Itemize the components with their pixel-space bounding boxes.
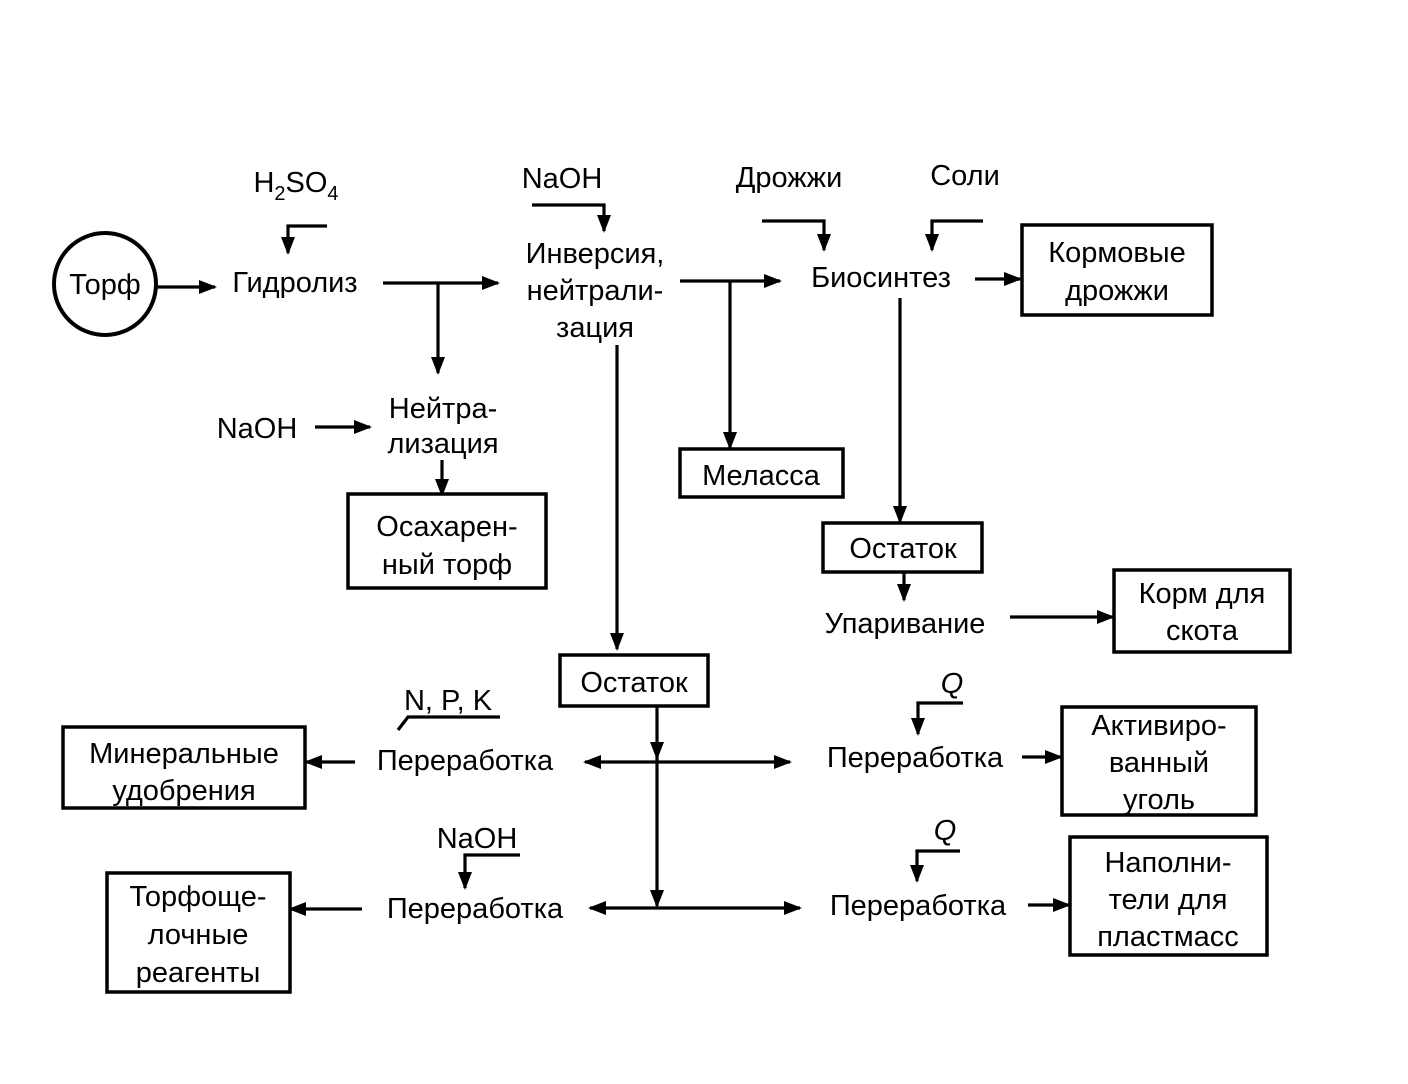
molasses-label: Меласса (702, 460, 821, 492)
carbon-label-1: Активиро- (1091, 710, 1226, 742)
saccharified-label-2: ный торф (382, 549, 512, 581)
biosynthesis-label: Биосинтез (811, 262, 951, 294)
box-peat-alkali-reagents: Торфоще- лочные реагенты (105, 871, 292, 994)
naoh-top-label: NaOH (522, 163, 603, 195)
arrow-naoh-bottom (458, 853, 520, 890)
feed-yeast-label-2: дрожжи (1065, 275, 1169, 307)
peat-label: Торф (69, 269, 141, 301)
npk-label: N, P, K (404, 685, 493, 717)
neutralization-label-1: Нейтра- (389, 393, 497, 425)
fillers-label-2: тели для (1109, 884, 1228, 916)
box-mineral-fertilizers: Минеральные удобрения (61, 725, 307, 810)
naoh-left-label: NaOH (217, 413, 298, 445)
arrow-q2 (910, 849, 960, 883)
box-residue-right: Остаток (821, 521, 984, 574)
hydrolysis-label: Гидролиз (232, 267, 357, 299)
box-saccharified-peat: Осахарен- ный торф (346, 492, 548, 590)
box-activated-carbon: Активиро- ванный уголь (1060, 705, 1258, 817)
neutralization-label-2: лизация (387, 428, 498, 460)
npk-input-line (396, 715, 500, 731)
cattle-feed-label-2: скота (1166, 615, 1239, 647)
residue-right-label: Остаток (849, 533, 957, 565)
node-peat: Торф (52, 231, 158, 337)
box-plastic-fillers: Наполни- тели для пластмасс (1068, 835, 1269, 957)
inversion-label-1: Инверсия, (526, 238, 665, 270)
box-feed-yeast: Кормовые дрожжи (1020, 223, 1214, 317)
fertilizers-label-1: Минеральные (89, 738, 279, 770)
q1-label: Q (941, 668, 964, 700)
q2-label: Q (934, 815, 957, 847)
h2so4-label: H2SO4 (253, 167, 338, 205)
reagents-label-2: лочные (148, 919, 249, 951)
residue-center-label: Остаток (580, 667, 688, 699)
fillers-label-1: Наполни- (1104, 847, 1231, 879)
processing-npk-label: Переработка (377, 745, 554, 777)
yeast-label: Дрожжи (736, 162, 843, 194)
reagents-label-1: Торфоще- (129, 881, 266, 913)
saccharified-label-1: Осахарен- (376, 511, 517, 543)
arrow-salts (925, 219, 983, 252)
inversion-label-3: зация (556, 312, 634, 344)
processing-q2-label: Переработка (830, 890, 1007, 922)
salts-label: Соли (930, 160, 1000, 192)
processing-naoh-label: Переработка (387, 893, 564, 925)
naoh-bottom-label: NaOH (437, 823, 518, 855)
evaporation-label: Упаривание (825, 608, 986, 640)
arrow-q1 (911, 701, 963, 736)
box-residue-center: Остаток (558, 653, 710, 708)
carbon-label-2: ванный (1109, 747, 1209, 779)
feed-yeast-label-1: Кормовые (1048, 237, 1186, 269)
carbon-label-3: уголь (1123, 784, 1195, 816)
arrow-naoh-top (532, 203, 611, 233)
inversion-label-2: нейтрали- (527, 275, 664, 307)
box-molasses: Меласса (678, 447, 845, 499)
box-cattle-feed: Корм для скота (1112, 568, 1292, 654)
fertilizers-label-2: удобрения (112, 775, 255, 807)
arrow-h2so4 (281, 224, 327, 255)
reagents-label-3: реагенты (136, 957, 261, 989)
processing-q1-label: Переработка (827, 742, 1004, 774)
fillers-label-3: пластмасс (1097, 921, 1239, 953)
cattle-feed-label-1: Корм для (1139, 578, 1266, 610)
arrow-yeast (762, 219, 831, 252)
